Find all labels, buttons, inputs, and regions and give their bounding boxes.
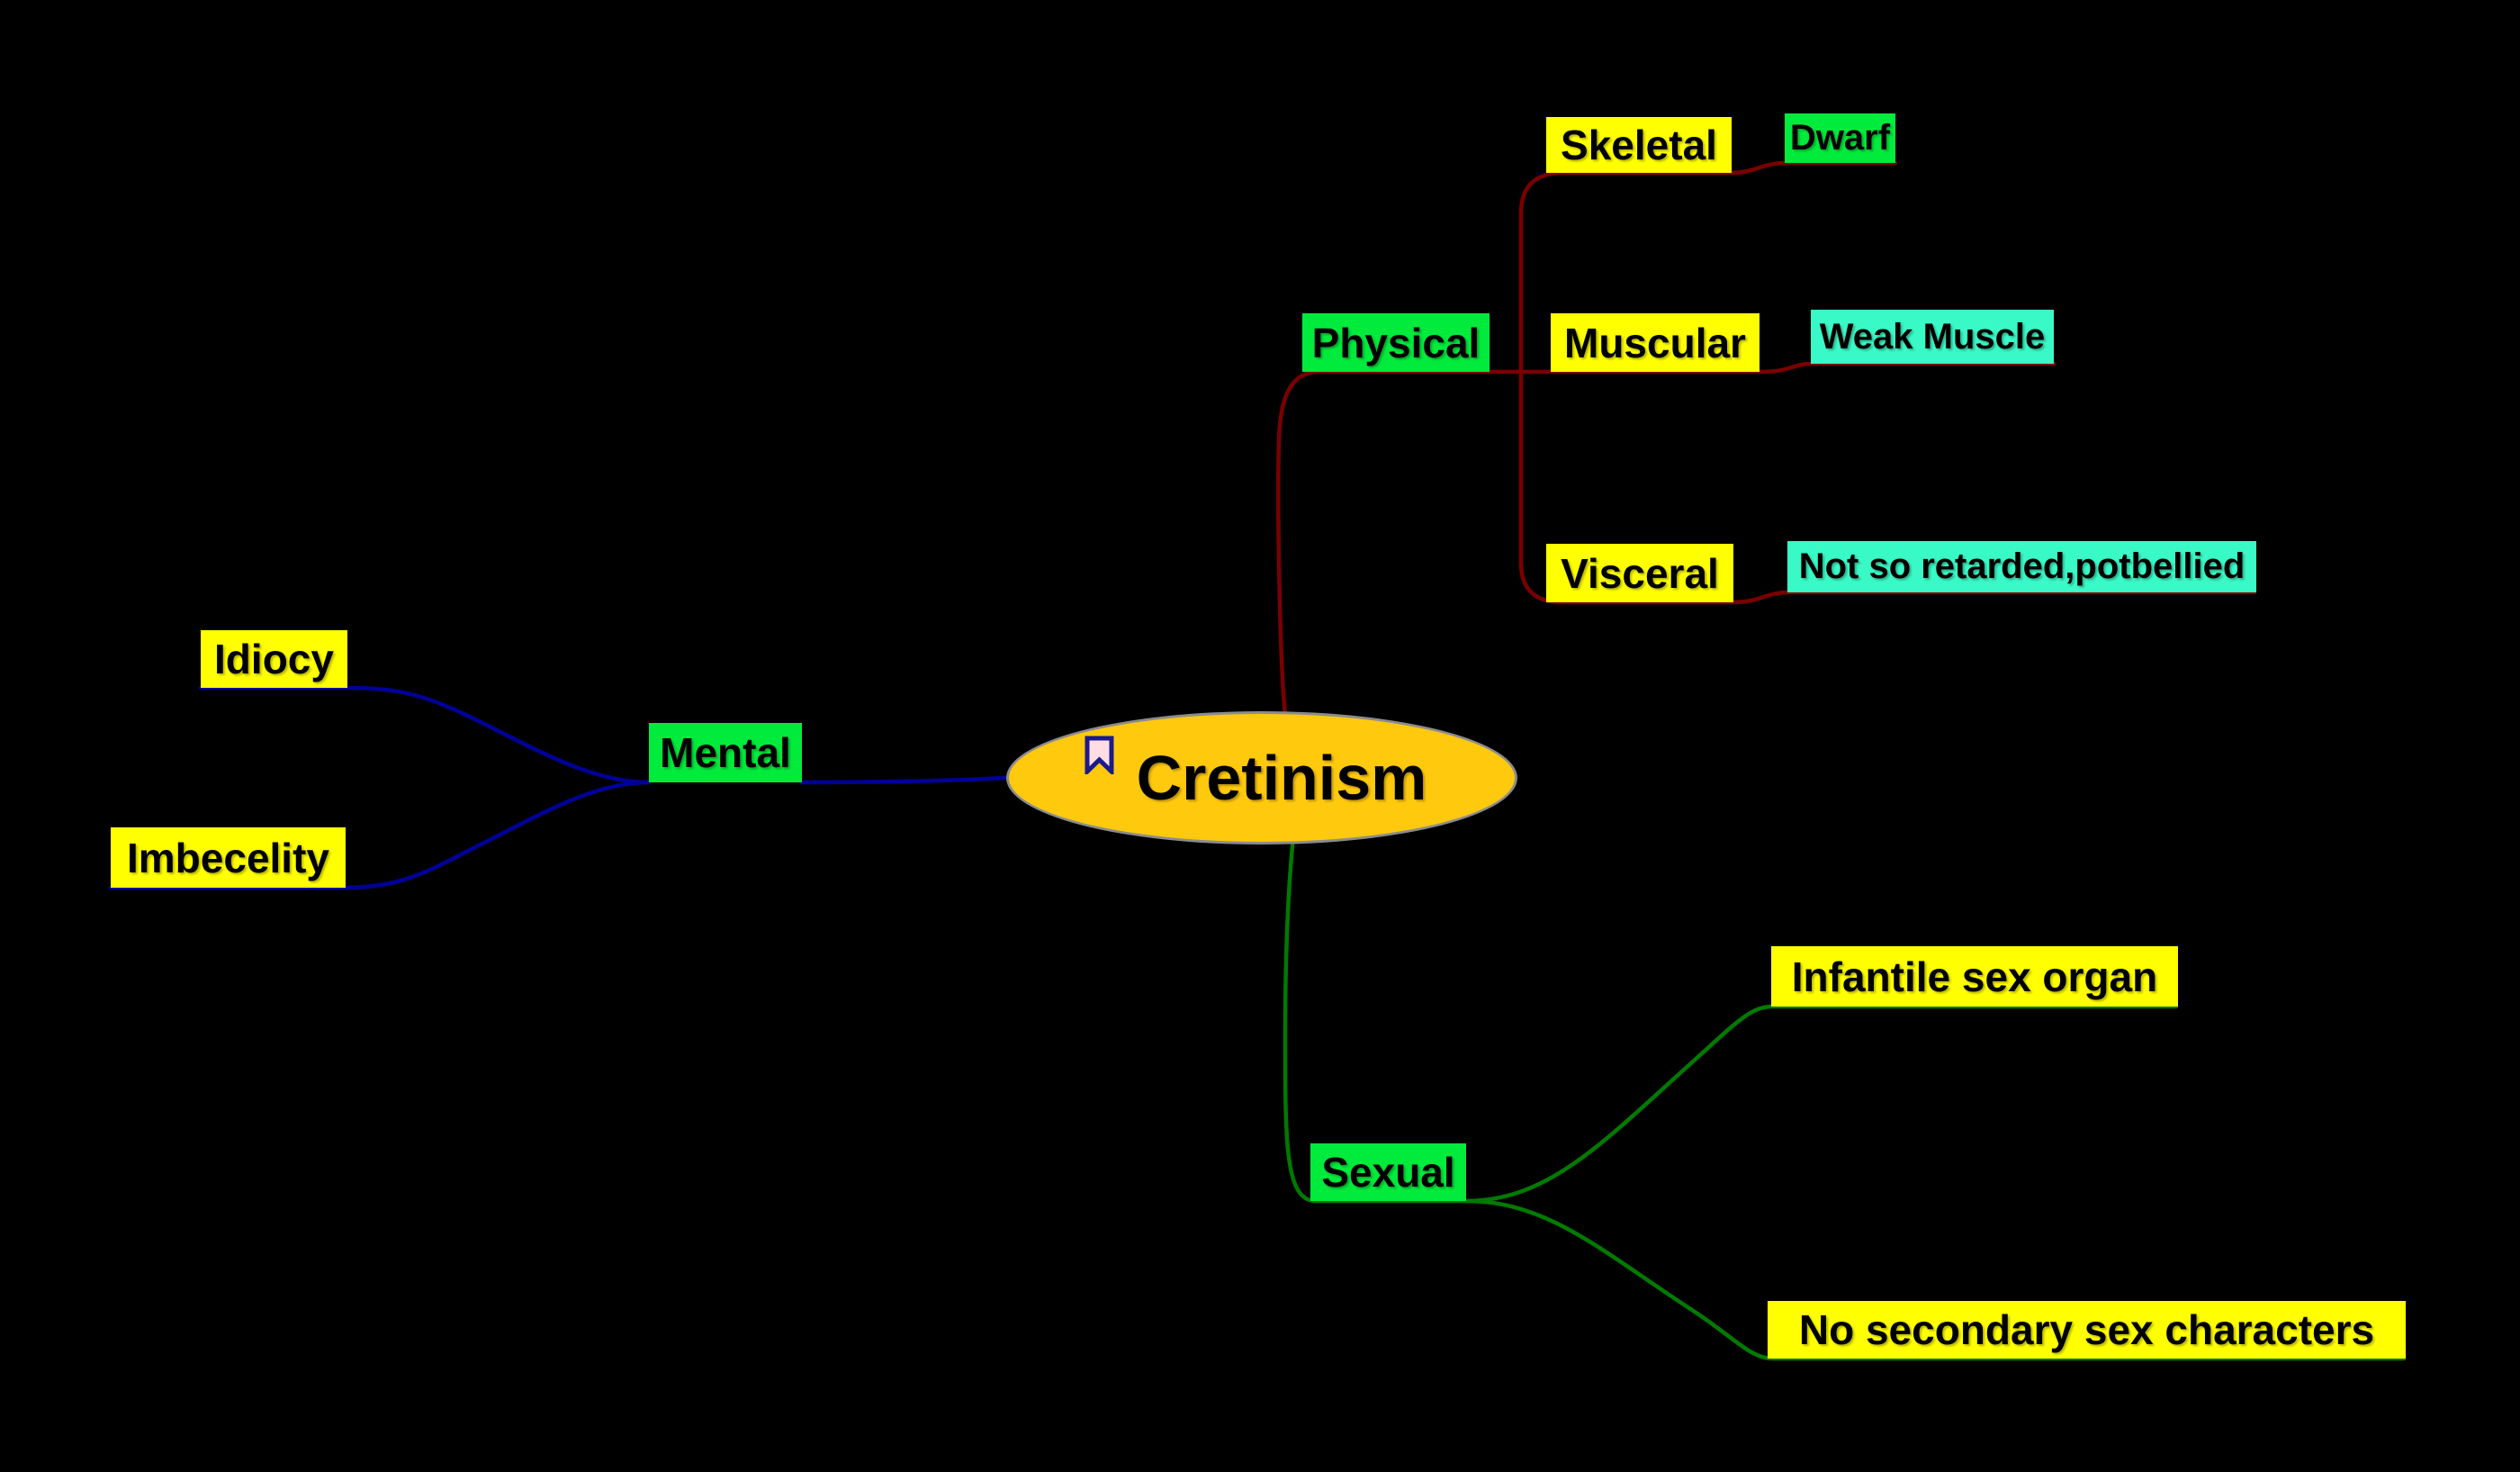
edge-sexual-infantile xyxy=(1463,1004,2179,1204)
node-dwarf-label: Dwarf xyxy=(1789,118,1891,158)
node-visceral-detail[interactable]: Not so retarded,potbellied xyxy=(1787,541,2256,592)
node-sexual[interactable]: Sexual xyxy=(1310,1143,1466,1201)
node-mental[interactable]: Mental xyxy=(649,723,802,782)
node-weak-muscle-label: Weak Muscle xyxy=(1819,316,2046,357)
node-mental-label: Mental xyxy=(660,729,791,776)
node-visceral[interactable]: Visceral xyxy=(1546,544,1733,602)
node-imbecelity[interactable]: Imbecelity xyxy=(111,827,346,888)
node-no-secondary-sex-characters-label: No secondary sex characters xyxy=(1798,1306,2375,1353)
node-weak-muscle[interactable]: Weak Muscle xyxy=(1811,310,2054,364)
node-no-secondary-sex-characters[interactable]: No secondary sex characters xyxy=(1768,1301,2406,1359)
node-infantile-sex-organ-label: Infantile sex organ xyxy=(1791,953,2158,1000)
node-muscular-label: Muscular xyxy=(1564,319,1746,366)
bookmark-icon xyxy=(1084,736,1114,774)
node-skeletal[interactable]: Skeletal xyxy=(1546,117,1732,173)
edge-skeletal-dwarf xyxy=(1727,160,1898,176)
node-sexual-label: Sexual xyxy=(1321,1149,1455,1196)
node-muscular[interactable]: Muscular xyxy=(1551,313,1760,372)
node-imbecelity-label: Imbecelity xyxy=(127,834,329,881)
node-dwarf[interactable]: Dwarf xyxy=(1785,113,1895,163)
edge-visceral-detail xyxy=(1729,590,2257,605)
edge-physical-spine xyxy=(1518,170,1734,605)
edge-mental-idiocy xyxy=(198,685,652,785)
node-physical-label: Physical xyxy=(1311,319,1480,366)
node-idiocy[interactable]: Idiocy xyxy=(201,630,347,688)
edge-sexual-nosecondary xyxy=(1463,1198,2407,1361)
node-cretinism[interactable]: Cretinism xyxy=(1006,711,1517,844)
edge-mental-imbecelity xyxy=(108,780,652,890)
node-visceral-detail-label: Not so retarded,potbellied xyxy=(1798,546,2246,586)
node-physical[interactable]: Physical xyxy=(1302,313,1490,372)
edge-root-sexual xyxy=(1282,834,1469,1204)
node-idiocy-label: Idiocy xyxy=(214,636,334,682)
root-label: Cretinism xyxy=(1136,743,1427,813)
node-infantile-sex-organ[interactable]: Infantile sex organ xyxy=(1771,946,2178,1007)
edge-root-physical xyxy=(1276,361,2056,717)
node-skeletal-label: Skeletal xyxy=(1561,122,1717,168)
node-visceral-label: Visceral xyxy=(1561,549,1719,597)
edge-root-mental xyxy=(799,775,1008,785)
